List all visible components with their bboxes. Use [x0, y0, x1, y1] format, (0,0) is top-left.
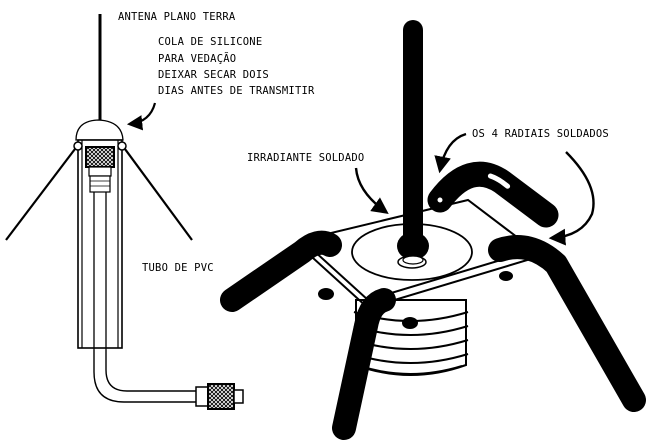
label-radiator: IRRADIANTE SOLDADO [247, 152, 364, 164]
coax-cable [93, 350, 206, 403]
so239-connector [85, 146, 115, 168]
pl259-plug [195, 386, 209, 407]
label-silicone-4: DIAS ANTES DE TRANSMITIR [158, 85, 315, 97]
right-antenna-drawing [220, 20, 646, 440]
radial-right-front [488, 235, 646, 412]
label-silicone-1: COLA DE SILICONE [158, 36, 262, 48]
radial-right-left [220, 230, 342, 312]
label-silicone-2: PARA VEDAÇÃO [158, 52, 236, 65]
label-antenna-title: ANTENA PLANO TERRA [118, 11, 236, 23]
arrow-silicone [126, 102, 157, 131]
radial-right-center [332, 288, 396, 440]
radial-left-2 [121, 144, 193, 241]
label-radials: OS 4 RADIAIS SOLDADOS [472, 128, 609, 140]
silicone-dome [75, 119, 124, 141]
arrow-radiator [354, 167, 389, 214]
arrow-radials-1 [434, 132, 467, 174]
radial-left-1 [5, 144, 79, 241]
label-silicone-3: DEIXAR SECAR DOIS [158, 69, 269, 81]
label-pvc-tube: TUBO DE PVC [142, 262, 214, 274]
arrow-radials-2 [548, 151, 595, 246]
left-antenna-drawing [5, 14, 244, 410]
